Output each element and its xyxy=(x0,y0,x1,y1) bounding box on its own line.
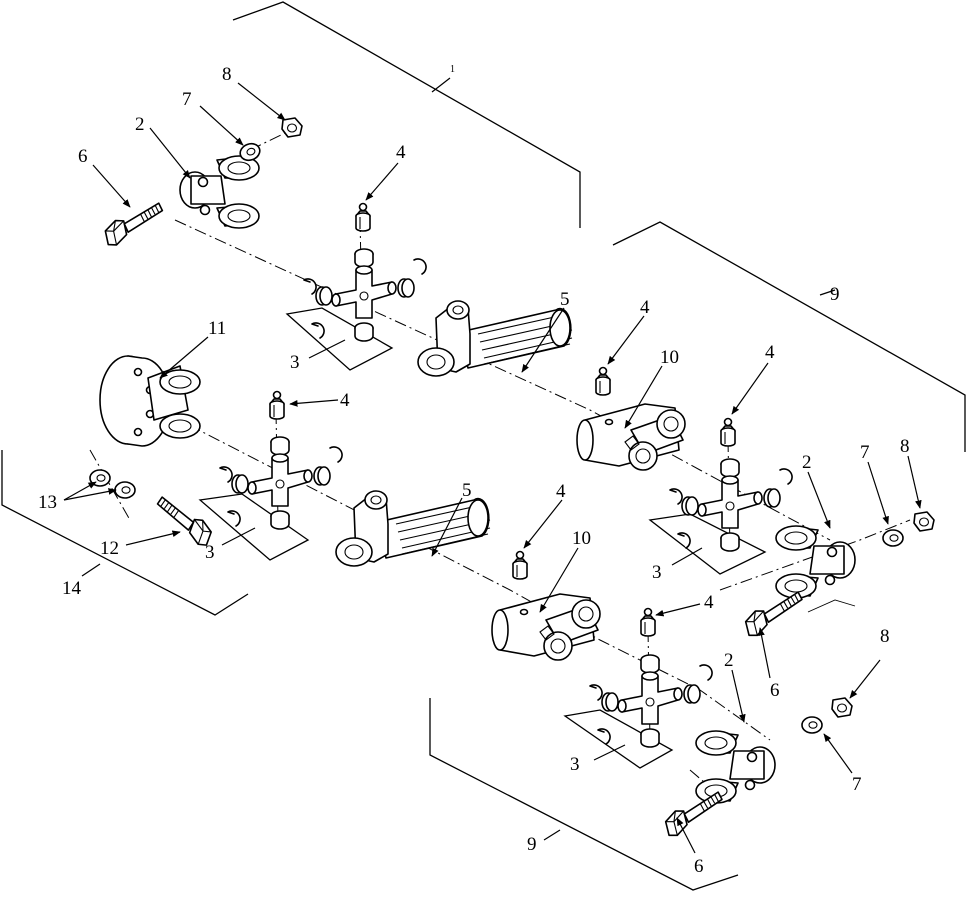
weld-yoke-upper xyxy=(179,155,260,229)
callout-3-right: 3 xyxy=(652,562,662,583)
leader-lines xyxy=(63,77,922,854)
grease-fitting-right xyxy=(720,417,736,447)
grease-fitting-upper xyxy=(355,202,371,232)
callout-4-upper: 4 xyxy=(396,142,406,163)
grease-fitting-lower-left xyxy=(269,390,285,420)
callout-3-lower-left: 3 xyxy=(205,542,215,563)
washer-13b xyxy=(114,481,136,499)
callout-14: 14 xyxy=(62,578,82,599)
cross-bearing-lower-right xyxy=(589,654,713,748)
grease-fitting-mid-upper xyxy=(595,366,611,396)
callout-9-lower: 9 xyxy=(527,834,537,855)
hex-bolt-right xyxy=(741,590,809,639)
slip-yoke-upper xyxy=(417,300,573,377)
flange-yoke xyxy=(99,355,201,447)
callout-10-upper: 10 xyxy=(660,347,679,368)
callout-6-upper-left: 6 xyxy=(78,146,88,167)
callout-4-right: 4 xyxy=(765,342,775,363)
callout-8-upper-left: 8 xyxy=(222,64,232,85)
nut-lower xyxy=(831,697,853,718)
callout-9-upper: 9 xyxy=(830,284,840,305)
hex-bolt-lower xyxy=(661,790,729,839)
slip-yoke-lower xyxy=(335,490,491,567)
center-lines xyxy=(89,132,911,801)
callout-6-lower: 6 xyxy=(694,856,704,877)
callout-4-left: 4 xyxy=(340,390,350,411)
weld-yoke-lower xyxy=(695,730,776,804)
callout-2-lower: 2 xyxy=(724,650,734,671)
grease-fitting-lower-right xyxy=(640,607,656,637)
callout-13: 13 xyxy=(38,492,57,513)
callout-1: 1 xyxy=(450,64,455,75)
washer-lower xyxy=(801,716,823,734)
callout-7-lower: 7 xyxy=(852,774,862,795)
callout-4-lower-mid: 4 xyxy=(556,481,566,502)
callout-11: 11 xyxy=(208,318,226,339)
callout-8-lower: 8 xyxy=(880,626,890,647)
callout-2-upper-left: 2 xyxy=(135,114,145,135)
washer-right xyxy=(882,529,904,547)
cross-bearing-right xyxy=(669,458,793,552)
weld-yoke-right xyxy=(775,525,856,599)
callout-3-upper: 3 xyxy=(290,352,300,373)
tube-yoke-lower xyxy=(491,593,601,661)
callout-7-right: 7 xyxy=(860,442,870,463)
callout-7-upper-left: 7 xyxy=(182,89,192,110)
callout-3-lower-right: 3 xyxy=(570,754,580,775)
callout-2-right: 2 xyxy=(802,452,812,473)
callout-5-upper: 5 xyxy=(560,289,570,310)
callout-4-mid: 4 xyxy=(640,297,650,318)
assembly-brackets xyxy=(1,1,966,891)
callout-12: 12 xyxy=(100,538,119,559)
bolt-12 xyxy=(148,495,218,548)
callout-8-right: 8 xyxy=(900,436,910,457)
tube-yoke-upper xyxy=(576,403,686,471)
callout-5-lower: 5 xyxy=(462,480,472,501)
callout-labels: 1 2 7 8 6 4 11 3 5 4 10 4 4 9 2 7 8 13 1… xyxy=(38,64,910,877)
cross-bearing-upper xyxy=(303,248,427,342)
callout-4-lower-right: 4 xyxy=(704,592,714,613)
callout-10-lower: 10 xyxy=(572,528,591,549)
grease-fitting-mid-lower xyxy=(512,550,528,580)
nut-right xyxy=(913,511,935,532)
callout-6-right: 6 xyxy=(770,680,780,701)
nut-upper xyxy=(281,117,303,138)
lower-assembly xyxy=(89,355,853,839)
hex-bolt-upper xyxy=(101,201,169,248)
